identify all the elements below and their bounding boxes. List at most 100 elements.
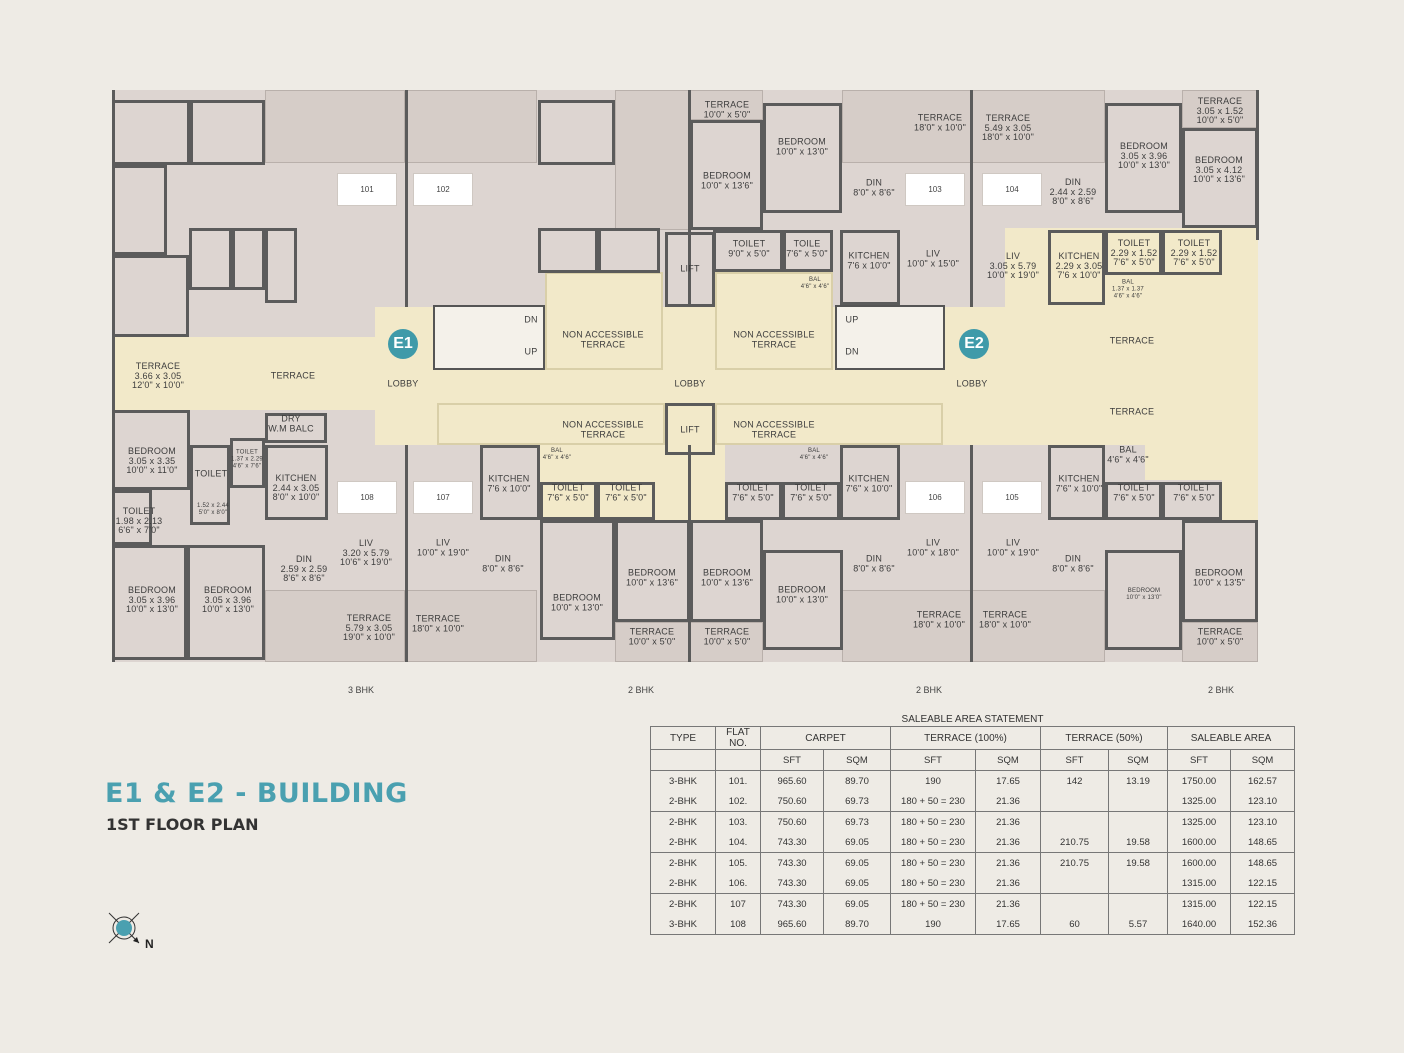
room-label: TERRACE 10'0" x 5'0" — [703, 626, 751, 646]
room-label: KITCHEN 7'6 x 10'0" — [847, 250, 891, 270]
col-saleable-area: SALEABLE AREA — [1166, 726, 1296, 750]
room-wall — [112, 255, 189, 337]
table-cell — [1108, 811, 1168, 832]
room-wall — [840, 230, 900, 305]
room-wall — [690, 520, 763, 622]
room-label: BEDROOM 3.05 x 3.96 10'0" x 13'0" — [126, 584, 178, 614]
flat-number-label: 101 — [360, 185, 374, 194]
table-cell: 108 — [715, 914, 761, 935]
room-label: LIV 3.20 x 5.79 10'6" x 19'0" — [340, 537, 392, 567]
non-accessible-terrace — [715, 272, 833, 370]
table-cell: 148.65 — [1229, 832, 1296, 853]
room-label: TERRACE — [1109, 406, 1155, 417]
room-wall — [1162, 482, 1222, 520]
unit-type-label: 2 BHK — [915, 685, 943, 695]
table-cell: 17.65 — [975, 914, 1041, 935]
room-wall — [265, 228, 297, 303]
private-terrace — [265, 590, 405, 662]
subheader-cell: SQM — [975, 749, 1041, 771]
room-wall — [598, 228, 660, 273]
private-terrace — [615, 90, 690, 230]
col-flat-no: FLAT NO. — [715, 726, 761, 750]
unit-type-label: 2 BHK — [1207, 685, 1235, 695]
flat-number-label: 108 — [360, 493, 374, 502]
table-cell: 101. — [715, 770, 761, 791]
unit-type-label: 3 BHK — [347, 685, 375, 695]
room-label: LIFT — [680, 424, 700, 435]
flat-number-label: 107 — [436, 493, 450, 502]
room-wall — [112, 100, 190, 165]
table-cell: 13.19 — [1108, 770, 1168, 791]
table-cell: 1750.00 — [1167, 770, 1231, 791]
saleable-area-table: TYPE FLAT NO. CARPET TERRACE (100%) TERR… — [650, 726, 1296, 935]
subheader-cell — [650, 749, 716, 771]
room-label: TERRACE 10'0" x 5'0" — [628, 626, 676, 646]
room-wall — [190, 100, 265, 165]
wall — [405, 90, 408, 307]
wall — [1256, 90, 1259, 240]
room-label: 1.52 x 2.44 5'0" x 8'0" — [197, 503, 229, 516]
table-cell — [1040, 893, 1109, 914]
flat-number-label: 103 — [928, 185, 942, 194]
room-label: TOILET 7'6" x 5'0" — [732, 482, 774, 502]
room-wall — [1105, 482, 1162, 520]
table-cell: 152.36 — [1229, 914, 1296, 935]
room-label: DIN 2.44 x 2.59 8'0" x 8'6" — [1049, 176, 1097, 206]
table-cell — [1040, 811, 1109, 832]
private-terrace — [265, 90, 405, 163]
room-label: UP — [845, 314, 859, 325]
room-label: DIN 8'0" x 8'6" — [853, 177, 895, 197]
table-cell: 69.05 — [823, 893, 891, 914]
table-cell: 122.15 — [1229, 893, 1296, 914]
room-label: LIV 10'0" x 19'0" — [417, 537, 469, 557]
room-label: KITCHEN 2.29 x 3.05 7'6 x 10'0" — [1055, 250, 1103, 280]
table-cell: 105. — [715, 852, 761, 873]
room-wall — [782, 482, 840, 520]
room-wall — [840, 445, 900, 520]
table-cell: 21.36 — [975, 873, 1041, 894]
room-label: BEDROOM 3.05 x 3.35 10'0" x 11'0" — [126, 445, 178, 475]
subheader-cell: SQM — [823, 749, 891, 771]
room-label: TOILET 1.98 x 2.13 6'6" x 7'0" — [115, 505, 163, 535]
room-label: BAL 4'6" x 4'6" — [542, 448, 572, 461]
table-cell: 2-BHK — [650, 832, 716, 853]
table-cell: 1315.00 — [1167, 873, 1231, 894]
table-cell: 965.60 — [760, 770, 824, 791]
room-label: TERRACE 10'0" x 5'0" — [703, 99, 751, 119]
room-label: TOILET 1.37 x 2.29 4'6" x 7'6" — [231, 449, 263, 470]
table-cell: 190 — [890, 770, 976, 791]
room-label: BAL 1.37 x 1.37 4'6" x 4'6" — [1112, 279, 1144, 300]
room-label: BAL 4'6" x 4'6" — [800, 277, 830, 290]
col-terrace-100: TERRACE (100%) — [890, 726, 1041, 750]
subheader-cell: SQM — [1229, 749, 1296, 771]
table-cell: 21.36 — [975, 852, 1041, 873]
room-label: LOBBY — [674, 378, 706, 389]
table-cell: 60 — [1040, 914, 1109, 935]
room-wall — [230, 438, 265, 488]
table-cell: 104. — [715, 832, 761, 853]
room-label: TERRACE — [1109, 335, 1155, 346]
room-label: BEDROOM 10'0" x 13'6" — [701, 567, 753, 587]
room-label: DN — [845, 346, 859, 357]
core-badge-e2: E2 — [959, 329, 989, 359]
room-wall — [1048, 230, 1105, 305]
room-label: TERRACE 5.79 x 3.05 19'0" x 10'0" — [343, 612, 395, 642]
table-cell: 2-BHK — [650, 873, 716, 894]
room-wall — [763, 550, 843, 650]
room-label: NON ACCESSIBLE TERRACE — [733, 329, 815, 349]
table-cell: 148.65 — [1229, 852, 1296, 873]
room-label: TOILET 7'6" x 5'0" — [605, 482, 647, 502]
wall — [970, 90, 973, 307]
room-label: TOILET 7'6" x 5'0" — [1173, 482, 1215, 502]
table-cell: 162.57 — [1229, 770, 1296, 791]
north-label: N — [145, 937, 154, 951]
subheader-cell: SFT — [1167, 749, 1231, 771]
room-label: BAL 4'6" x 4'6" — [1107, 444, 1149, 464]
table-cell: 107 — [715, 893, 761, 914]
table-cell: 743.30 — [760, 873, 824, 894]
wall — [405, 445, 408, 662]
table-cell — [1108, 791, 1168, 812]
table-cell: 180 + 50 = 230 — [890, 873, 976, 894]
